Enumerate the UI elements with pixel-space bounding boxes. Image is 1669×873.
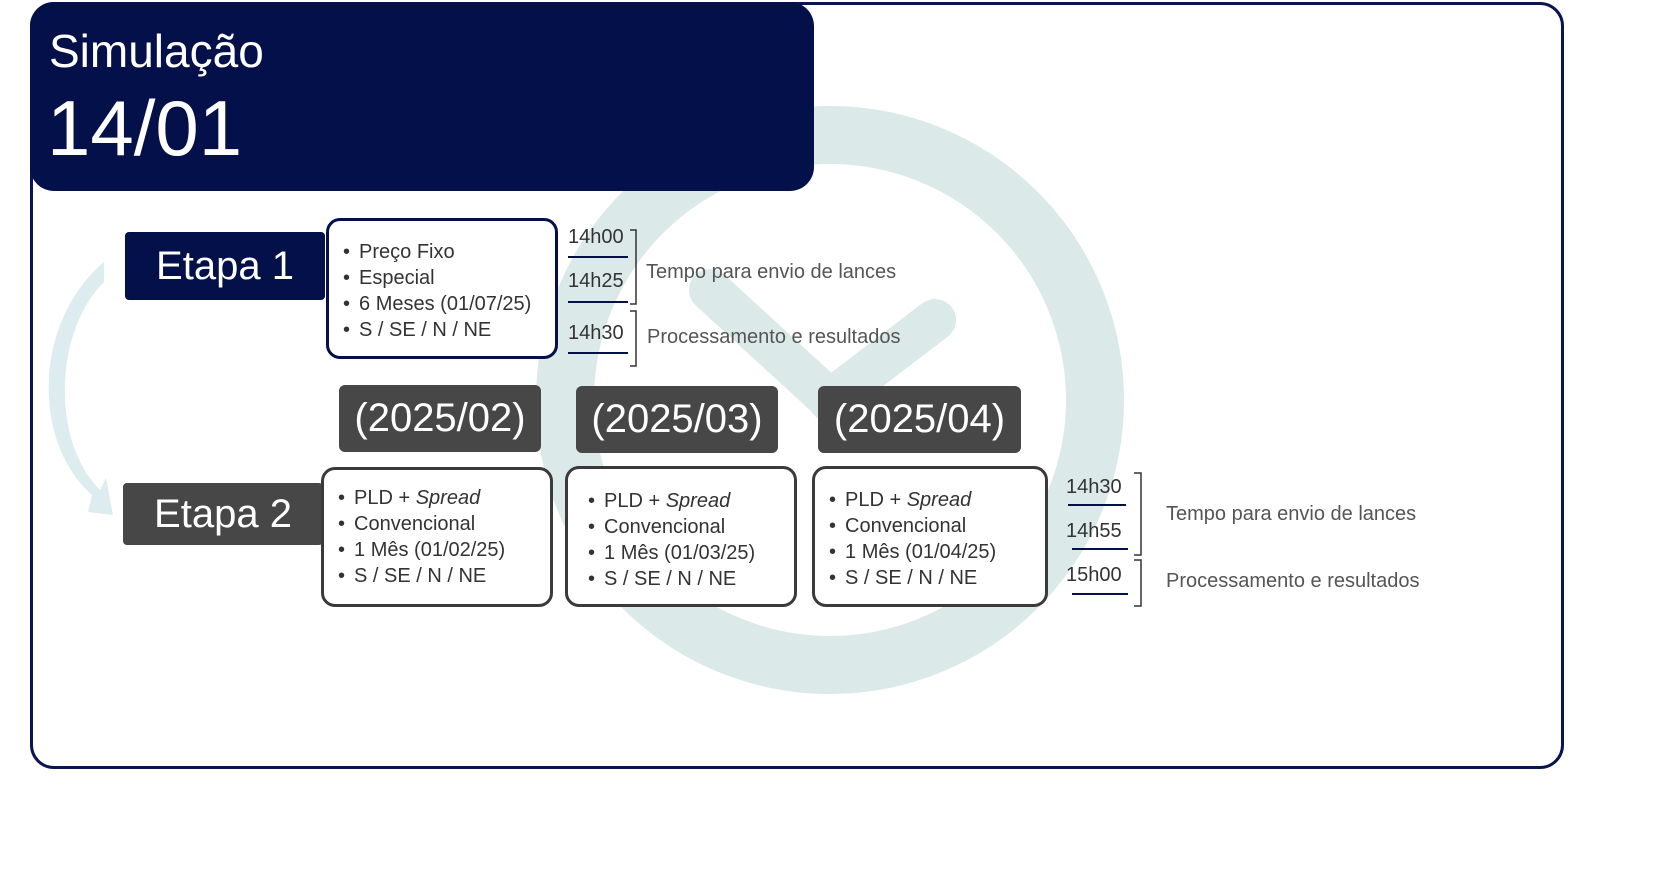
stage-2-item: PLD + Spread (338, 485, 505, 511)
stage-2-time-result: 15h00 (1066, 564, 1122, 586)
item-text: PLD + (354, 487, 416, 509)
header-label: Simulação (49, 25, 264, 77)
period-label-3: (2025/04) (818, 386, 1021, 453)
stage-2-time-start: 14h30 (1066, 476, 1122, 498)
time-divider (1072, 548, 1128, 550)
stage-2-item: S / SE / N / NE (588, 566, 755, 592)
item-italic-text: Spread (415, 487, 481, 509)
stage-1-time-start: 14h00 (568, 226, 624, 248)
stage-1-item: Preço Fixo (343, 239, 531, 265)
period-label-1: (2025/02) (339, 385, 541, 452)
time-divider (568, 301, 628, 303)
item-text: PLD + (845, 489, 907, 511)
stage-2-processing-text: Processamento e resultados (1166, 570, 1420, 592)
item-italic-text: Spread (665, 490, 731, 512)
stage-2-item: 1 Mês (01/04/25) (829, 539, 996, 565)
stage-2-item: Convencional (338, 511, 505, 537)
item-text: PLD + (604, 490, 666, 512)
stage-1-processing-text: Processamento e resultados (647, 326, 901, 348)
stage-2-item: 1 Mês (01/02/25) (338, 537, 505, 563)
stage-2-item: S / SE / N / NE (829, 565, 996, 591)
stage-2-item: Convencional (829, 513, 996, 539)
stage-2-label: Etapa 2 (123, 483, 323, 545)
stage-2-time-bid-end: 14h55 (1066, 520, 1122, 542)
time-divider (568, 352, 628, 354)
period-label-2: (2025/03) (576, 386, 778, 453)
stage-2-item: S / SE / N / NE (338, 563, 505, 589)
stage-1-item: Especial (343, 265, 531, 291)
stage-1-item: 6 Meses (01/07/25) (343, 291, 531, 317)
stage-2-box-3: PLD + Spread Convencional 1 Mês (01/04/2… (812, 466, 1048, 607)
header-banner: Simulação 14/01 (30, 2, 814, 191)
header-date: 14/01 (47, 84, 243, 172)
time-divider (568, 256, 628, 258)
stage-2-item: 1 Mês (01/03/25) (588, 540, 755, 566)
stage-2-bid-text: Tempo para envio de lances (1166, 503, 1417, 525)
stage-2-box-1: PLD + Spread Convencional 1 Mês (01/02/2… (321, 467, 553, 607)
stage-1-time-result: 14h30 (568, 322, 624, 344)
stage-1-item: S / SE / N / NE (343, 317, 531, 343)
time-divider (1072, 593, 1128, 595)
time-divider (1068, 504, 1126, 506)
stage-1-box: Preço Fixo Especial 6 Meses (01/07/25) S… (326, 218, 558, 359)
stage-1-label: Etapa 1 (125, 232, 325, 300)
stage-2-item: Convencional (588, 514, 755, 540)
stage-2-item: PLD + Spread (588, 488, 755, 514)
stage-2-item: PLD + Spread (829, 487, 996, 513)
stage-2-box-2: PLD + Spread Convencional 1 Mês (01/03/2… (565, 466, 797, 607)
stage-1-time-bid-end: 14h25 (568, 270, 624, 292)
item-italic-text: Spread (906, 489, 972, 511)
stage-1-bid-text: Tempo para envio de lances (646, 261, 897, 283)
